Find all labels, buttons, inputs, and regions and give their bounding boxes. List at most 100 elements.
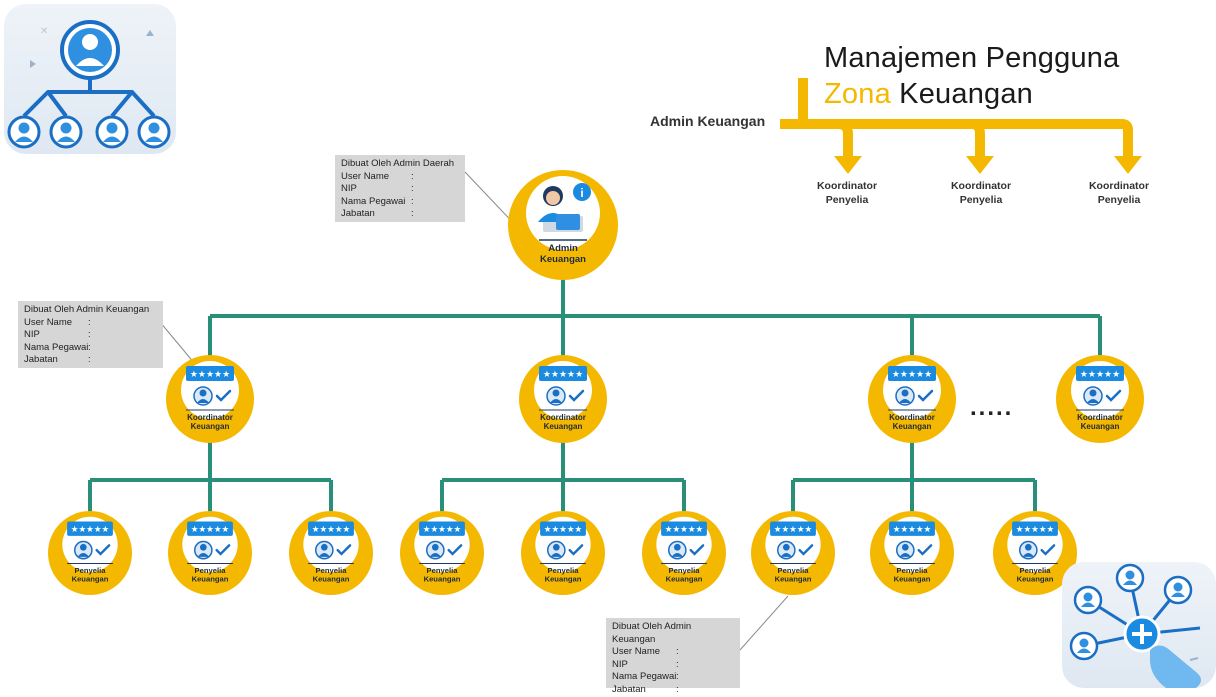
flow-target-3-line1: Koordinator [1088,180,1150,192]
node-label-line2: Keuangan [313,575,350,584]
check-icon [1040,544,1056,556]
avatar-head [901,389,909,397]
rating-bubble [661,521,707,536]
info-field-nip: NIP: [24,329,91,341]
rating-stars: ★★★★★ [1080,369,1120,379]
node-label-line1: Penyelia [897,566,929,575]
node-label-line2: Keuangan [1081,422,1120,431]
avatar-body [550,399,562,403]
rating-bubble [888,366,936,381]
flow-target-1-line2: Penyelia [825,194,869,206]
avatar-head [320,543,328,551]
node-label-line1: Koordinator [540,413,586,422]
avatar-body [899,553,912,557]
rating-stars: ★★★★★ [892,369,932,379]
check-icon [1105,389,1122,402]
info-box-header: Dibuat Oleh Admin Daerah [341,158,455,169]
title-line-2-rest: Keuangan [899,78,1034,110]
title-line-2: Zona Keuangan [824,78,1033,111]
node-label-line2: Keuangan [893,422,932,431]
node-label-line2: Keuangan [666,575,703,584]
more-coordinators-ellipsis: ..... [970,394,1014,421]
node-label-line2: Keuangan [191,422,230,431]
avatar-body [899,399,911,403]
flow-target-1: Koordinator Penyelia [787,179,907,207]
rating-bubble [540,521,586,536]
avatar-body [671,553,684,557]
flow-target-3-line2: Penyelia [1097,194,1141,206]
flow-source-label: Admin Keuangan [650,113,766,129]
check-icon [689,544,705,556]
node-label-line1: Penyelia [548,566,580,575]
avatar-head [199,543,207,551]
info-field-nama-pegawai: Nama Pegawai: [24,341,91,353]
info-box-supervisor: Dibuat Oleh Admin Keuangan User Name: NI… [606,618,740,695]
node-label-line1: Penyelia [427,566,459,575]
info-field-username: User Name: [341,170,414,182]
rating-stars: ★★★★★ [423,524,462,534]
info-field-username: User Name: [612,646,679,658]
avatar-body [1022,553,1035,557]
avatar-body [197,399,209,403]
rating-stars: ★★★★★ [190,369,230,379]
info-field-jabatan: Jabatan: [612,683,679,695]
node-label-line2: Keuangan [72,575,109,584]
info-field-nip: NIP: [612,658,679,670]
rating-stars: ★★★★★ [312,524,351,534]
avatar-head [1089,389,1097,397]
info-field-jabatan: Jabatan: [24,354,91,366]
avatar-body [550,553,563,557]
rating-bubble [67,521,113,536]
avatar-body [429,553,442,557]
node-label-line2: Keuangan [545,575,582,584]
svg-text:i: i [580,186,583,200]
supervisor-nodes: ★★★★★PenyeliaKeuangan★★★★★PenyeliaKeuang… [48,511,1077,595]
check-icon [568,389,585,402]
rating-bubble [770,521,816,536]
rating-bubble [1012,521,1058,536]
avatar-head [901,543,909,551]
avatar-head [199,389,207,397]
check-icon [568,544,584,556]
title-accent-word: Zona [824,78,891,110]
node-label-line1: Koordinator [187,413,233,422]
avatar-body [197,553,210,557]
flow-target-1-line1: Koordinator [816,180,878,192]
node-label-line2: Keuangan [544,422,583,431]
rating-bubble [186,366,234,381]
check-icon [917,544,933,556]
rating-stars: ★★★★★ [774,524,813,534]
info-field-username: User Name: [24,316,91,328]
avatar-head [673,543,681,551]
node-label-line1: Penyelia [1020,566,1052,575]
check-icon [336,544,352,556]
add-user-network-icon [1062,562,1216,688]
avatar-head [79,543,87,551]
rating-bubble [1076,366,1124,381]
node-label-line2: Keuangan [775,575,812,584]
node-label-line1: Penyelia [195,566,227,575]
avatar-body [780,553,793,557]
coordinator-nodes: ★★★★★KoordinatorKeuangan★★★★★Koordinator… [166,355,1144,443]
org-hierarchy-icon: ✕ [4,4,176,154]
avatar-body [1087,399,1099,403]
rating-stars: ★★★★★ [543,369,583,379]
info-field-jabatan: Jabatan: [341,208,414,220]
rating-bubble [539,366,587,381]
flow-target-3: Koordinator Penyelia [1059,179,1179,207]
rating-bubble [308,521,354,536]
flow-target-2-line1: Koordinator [950,180,1012,192]
rating-stars: ★★★★★ [1016,524,1055,534]
rating-stars: ★★★★★ [893,524,932,534]
node-label-line2: Keuangan [1017,575,1054,584]
